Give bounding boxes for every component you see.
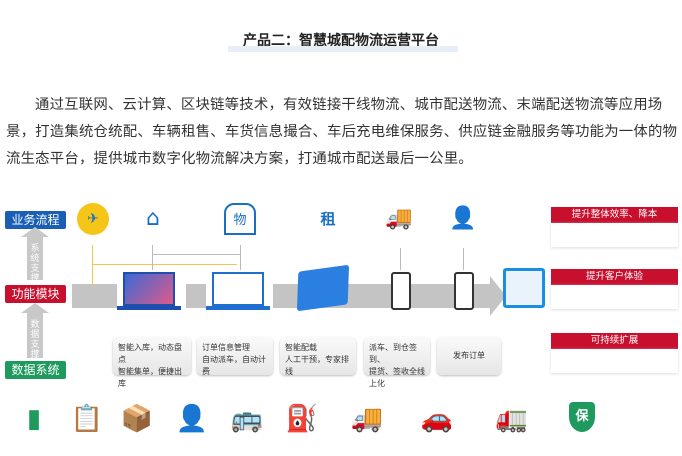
connector: [92, 245, 93, 285]
benefit-box: [551, 223, 678, 247]
delivery-truck-icon: 🚚: [385, 206, 413, 231]
feature-text: 智能集单，便捷出库: [118, 367, 182, 388]
clipboard-location-icon: 📋: [70, 404, 104, 434]
driver-icon: 👤: [175, 404, 209, 434]
system-support-arrow: 系统支撑: [21, 227, 49, 284]
feature-box-order: 订单信息管理自动派车，自动计费: [197, 337, 273, 376]
benefit-box: [551, 349, 678, 373]
flow-arrow-head: [490, 276, 506, 316]
feature-box-loading: 智能配载人工干预，专家排线: [280, 337, 356, 376]
laptop-base: [117, 306, 181, 310]
warehouse-icon: ⌂: [146, 206, 160, 231]
benefit-box: [551, 285, 678, 309]
feature-text: 人工干预，专家排线: [285, 355, 349, 376]
phone-driver-image: [391, 272, 411, 310]
feature-text: 智能入库，动态盘点: [118, 343, 182, 364]
connector: [240, 245, 241, 270]
intro-paragraph: 通过互联网、云计算、区块链等技术，有效链接干线物流、城市配送物流、末端配送物流等…: [6, 97, 678, 167]
phone-customer-image: [454, 272, 474, 310]
feature-text: 订单信息管理: [202, 343, 250, 352]
connector: [92, 264, 237, 265]
user-icon: 👤: [449, 206, 477, 231]
truck-plane-badge-icon: ✈: [77, 203, 109, 235]
car-finance-icon: 🚗: [420, 404, 454, 434]
data-support-arrow: 数据支撑: [21, 303, 49, 360]
feature-text: 自动派车，自动计费: [202, 355, 266, 376]
feature-text: 提货、签收全线上化: [369, 367, 425, 388]
benefit-experience: 提升客户体验: [551, 269, 678, 285]
rental-text: 租: [320, 210, 336, 228]
laptop-dispatch-image: [296, 264, 350, 312]
feature-text: 智能配载: [285, 343, 317, 352]
flow-bar: [72, 284, 117, 308]
label-data-system: 数据系统: [5, 361, 66, 379]
laptop-order-image: [212, 272, 264, 306]
feature-text: 派车、到仓签到、: [369, 343, 417, 364]
page-title: 产品二：智慧城配物流运营平台: [243, 33, 439, 49]
label-function-module: 功能模块: [5, 285, 66, 303]
connector: [152, 254, 240, 255]
feature-text: 发布订单: [453, 351, 485, 360]
feature-box-publish: 发布订单: [437, 337, 501, 375]
charging-station-icon: ⛽: [285, 404, 319, 434]
insurance-shield-icon: 保: [569, 402, 595, 432]
benefit-scalable: 可持续扩展: [551, 333, 678, 349]
tow-truck-icon: 🚛: [495, 404, 529, 434]
rental-truck-icon: 租: [312, 203, 344, 235]
feature-box-driver: 派车、到仓签到、提货、签收全线上化: [364, 337, 430, 388]
package-list-icon: 📦: [120, 404, 154, 434]
flow-bar: [186, 284, 206, 308]
laptop-warehouse-image: [123, 272, 175, 306]
logistics-building-icon: 物: [224, 203, 256, 235]
connector: [400, 248, 401, 270]
bus-icon: 🚌: [230, 404, 264, 434]
label-business-process: 业务流程: [5, 211, 66, 229]
title-underline: [228, 46, 458, 52]
connector: [152, 245, 153, 270]
connector: [463, 248, 464, 270]
truck-repair-icon: 🚚: [350, 404, 384, 434]
dashboard-monitor-image: [503, 268, 545, 308]
laptop-base: [206, 306, 270, 310]
feature-box-warehouse: 智能入库，动态盘点智能集单，便捷出库: [113, 337, 191, 388]
wallet-icon: ▮: [26, 404, 42, 434]
benefit-efficiency: 提升整体效率、降本: [551, 207, 678, 223]
